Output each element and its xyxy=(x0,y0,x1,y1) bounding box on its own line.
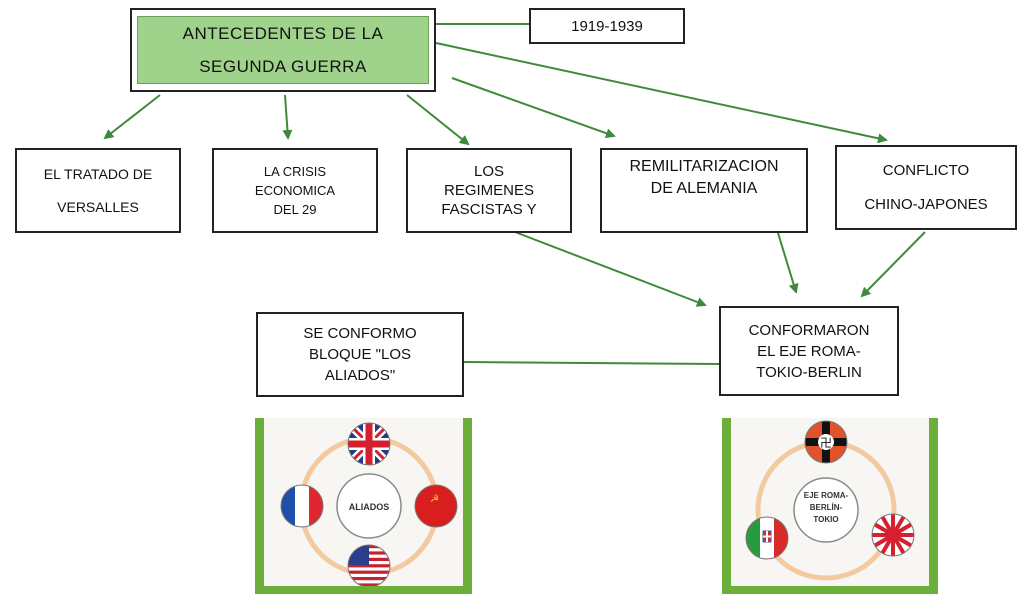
years-label: 1919-1939 xyxy=(571,17,643,35)
cause-fascistas-line-1: LOS xyxy=(473,163,504,180)
cause-conflicto-line-2: CHINO-JAPONES xyxy=(864,196,988,214)
aliados-line-2: BLOQUE "LOS xyxy=(308,346,412,363)
eje-box: CONFORMARON EL EJE ROMA- TOKIO-BERLIN xyxy=(719,306,899,396)
aliados-center-label: ALIADOS xyxy=(349,502,390,512)
cause-remilitarizacion-box: REMILITARIZACION DE ALEMANIA xyxy=(600,148,808,233)
years-box: 1919-1939 xyxy=(529,8,685,44)
svg-text:☭: ☭ xyxy=(430,494,439,505)
cause-crisis-box: LA CRISIS ECONOMICA DEL 29 xyxy=(212,148,378,233)
aliados-diagram: ALIADOS xyxy=(280,422,458,588)
cause-remilitarizacion-line-1: REMILITARIZACION xyxy=(629,158,779,175)
eje-center-line-3: TOKIO xyxy=(813,515,838,524)
france-flag-icon xyxy=(280,484,324,528)
aliados-line-3: ALIADOS" xyxy=(324,367,396,384)
cause-conflicto-line-1: CONFLICTO xyxy=(882,161,970,179)
eje-panel: EJE ROMA- BERLÍN- TOKIO 卍 xyxy=(722,418,938,594)
cause-crisis-line-3: DEL 29 xyxy=(273,202,317,217)
cause-crisis-line-2: ECONOMICA xyxy=(254,183,336,198)
cause-conflicto-box: CONFLICTO CHINO-JAPONES xyxy=(835,145,1017,230)
cause-fascistas-line-2: REGIMENES xyxy=(443,182,534,199)
japan-flag-icon xyxy=(871,513,915,557)
svg-text:卍: 卍 xyxy=(820,436,832,450)
title-line-2: SEGUNDA GUERRA xyxy=(199,56,367,76)
eje-center-circle xyxy=(793,477,859,543)
connector-aliados-eje xyxy=(463,361,720,365)
cause-versalles-line-1: EL TRATADO DE xyxy=(43,166,153,183)
uk-flag-icon xyxy=(347,422,391,466)
eje-diagram: EJE ROMA- BERLÍN- TOKIO 卍 xyxy=(745,420,915,581)
eje-center-line-1: EJE ROMA- xyxy=(804,491,849,500)
eje-line-1: CONFORMARON xyxy=(748,321,870,339)
usa-flag-icon xyxy=(347,544,391,588)
cause-crisis-line-1: LA CRISIS xyxy=(263,164,327,179)
arrow-fascistas-to-eje xyxy=(514,231,707,307)
main-title-box: ANTECEDENTES DE LA SEGUNDA GUERRA xyxy=(130,8,436,92)
arrow-conflicto-to-eje xyxy=(860,231,926,298)
eje-center-line-2: BERLÍN- xyxy=(810,503,843,512)
ussr-flag-icon: ☭ xyxy=(414,484,458,528)
arrow-to-versalles xyxy=(103,94,161,140)
arrow-to-conflicto xyxy=(435,42,888,144)
arrow-to-remilitarizacion xyxy=(451,77,616,139)
arrow-remilitarizacion-to-eje xyxy=(777,232,799,294)
cause-fascistas-line-3: FASCISTAS Y xyxy=(441,201,537,218)
aliados-box: SE CONFORMO BLOQUE "LOS ALIADOS" xyxy=(256,312,464,397)
cause-remilitarizacion-line-2: DE ALEMANIA xyxy=(650,180,758,197)
cause-versalles-line-2: VERSALLES xyxy=(57,198,139,215)
aliados-line-1: SE CONFORMO xyxy=(303,325,417,342)
germany-flag-icon: 卍 xyxy=(804,420,848,464)
aliados-center-circle xyxy=(336,473,402,539)
arrow-to-crisis xyxy=(282,94,293,140)
aliados-panel: ALIADOS xyxy=(255,418,472,594)
arrow-to-fascistas xyxy=(406,94,470,146)
italy-flag-icon xyxy=(745,516,789,560)
eje-line-2: EL EJE ROMA- xyxy=(757,342,861,360)
main-title-fill: ANTECEDENTES DE LA SEGUNDA GUERRA xyxy=(137,16,429,84)
eje-line-3: TOKIO-BERLIN xyxy=(756,363,862,381)
cause-versalles-box: EL TRATADO DE VERSALLES xyxy=(15,148,181,233)
title-line-1: ANTECEDENTES DE LA xyxy=(182,23,384,43)
cause-fascistas-box: LOS REGIMENES FASCISTAS Y xyxy=(406,148,572,233)
